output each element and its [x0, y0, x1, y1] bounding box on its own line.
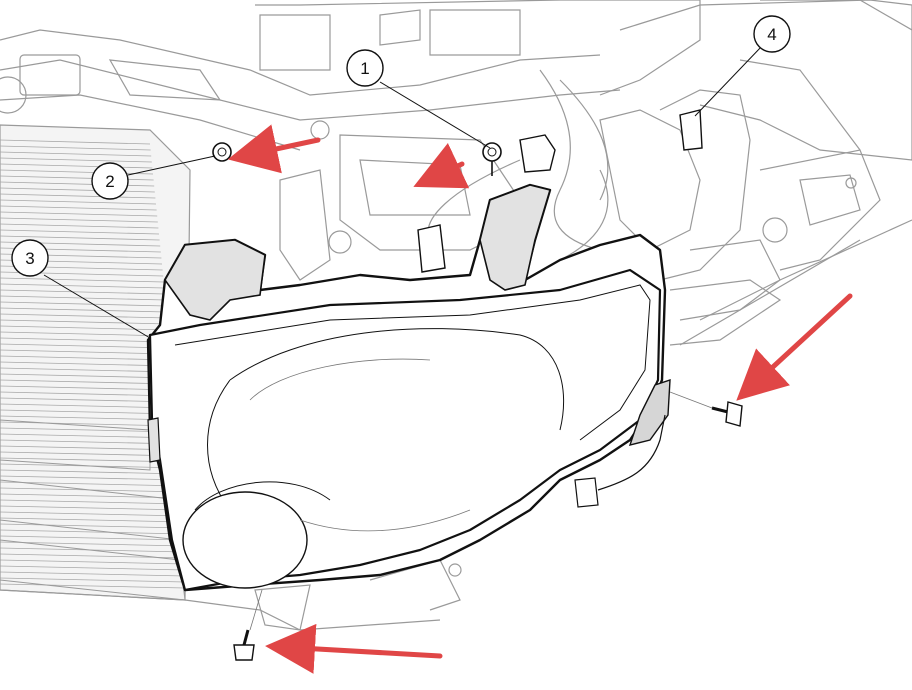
callout-1: 1	[346, 49, 384, 87]
headlamp-assembly	[146, 183, 671, 592]
callout-2: 2	[91, 162, 129, 200]
connectors	[417, 109, 703, 273]
center-fastener-arrow	[413, 142, 470, 189]
lower-bolt	[233, 589, 263, 661]
svg-text:4: 4	[767, 25, 776, 44]
callout-leaders	[43, 45, 763, 339]
svg-text:1: 1	[360, 59, 369, 78]
lower-bolt-arrow	[265, 623, 443, 674]
upper-fastener	[212, 142, 232, 162]
svg-text:3: 3	[25, 249, 34, 268]
upper-fastener-arrow	[227, 124, 321, 174]
callout-4: 4	[753, 15, 791, 53]
right-bolt-arrow	[736, 293, 853, 401]
right-bolt	[669, 391, 743, 427]
svg-text:2: 2	[105, 172, 114, 191]
indicator-arrows	[227, 124, 853, 674]
center-fastener	[482, 142, 502, 176]
callout-3: 3	[11, 239, 49, 277]
